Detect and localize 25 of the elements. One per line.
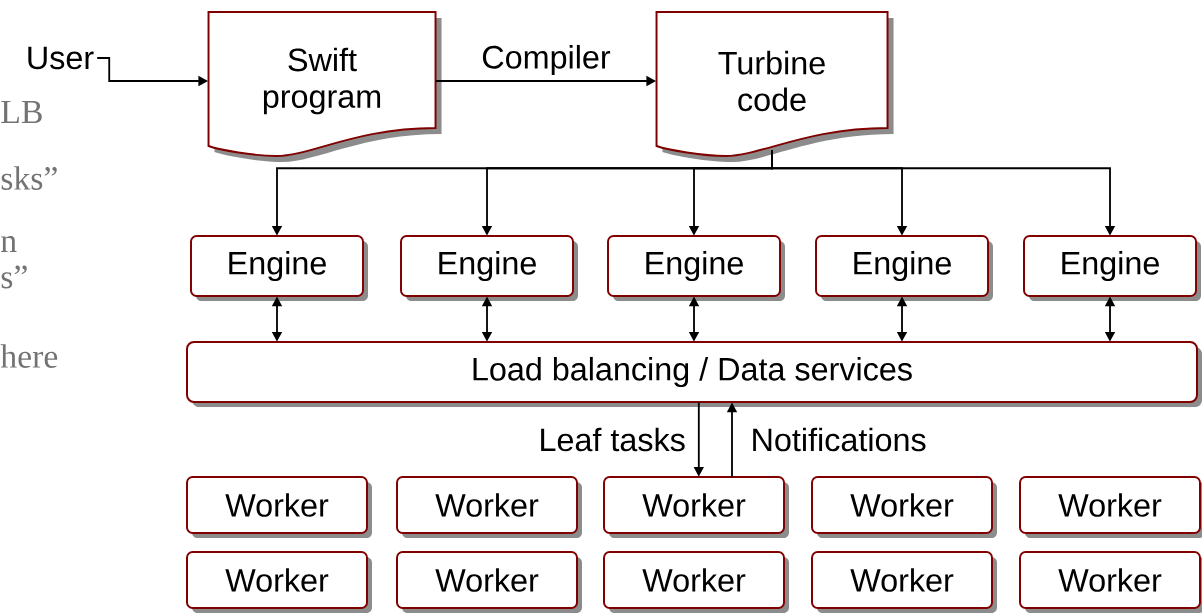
- edge-label: Notifications: [749, 426, 929, 453]
- process-box: Engine: [190, 235, 368, 301]
- fragment-text: s”: [1, 265, 27, 289]
- edge-label: Compiler: [479, 43, 613, 77]
- fragment-text: n: [1, 236, 17, 252]
- process-box: Worker: [811, 476, 997, 538]
- service-band: Load balancing / Data services: [186, 341, 1202, 407]
- edge-label: Leaf tasks: [537, 426, 688, 453]
- process-box: Engine: [607, 235, 785, 301]
- process-box: Worker: [603, 551, 789, 613]
- process-box: Engine: [815, 235, 993, 301]
- process-box: Worker: [186, 551, 372, 613]
- process-box: Worker: [396, 476, 582, 538]
- actor-label: User: [28, 46, 94, 70]
- process-box: Worker: [186, 476, 372, 538]
- fragment-text: LB: [1, 100, 42, 124]
- process-box: Worker: [396, 551, 582, 613]
- process-box: Worker: [1019, 476, 1202, 538]
- process-box: Engine: [400, 235, 578, 301]
- process-box: Worker: [603, 476, 789, 538]
- fragment-text: here: [0, 344, 58, 368]
- process-box: Worker: [1019, 551, 1202, 613]
- process-box: Engine: [1023, 235, 1201, 301]
- fragment-text: sks”: [1, 166, 57, 190]
- process-box: Worker: [811, 551, 997, 613]
